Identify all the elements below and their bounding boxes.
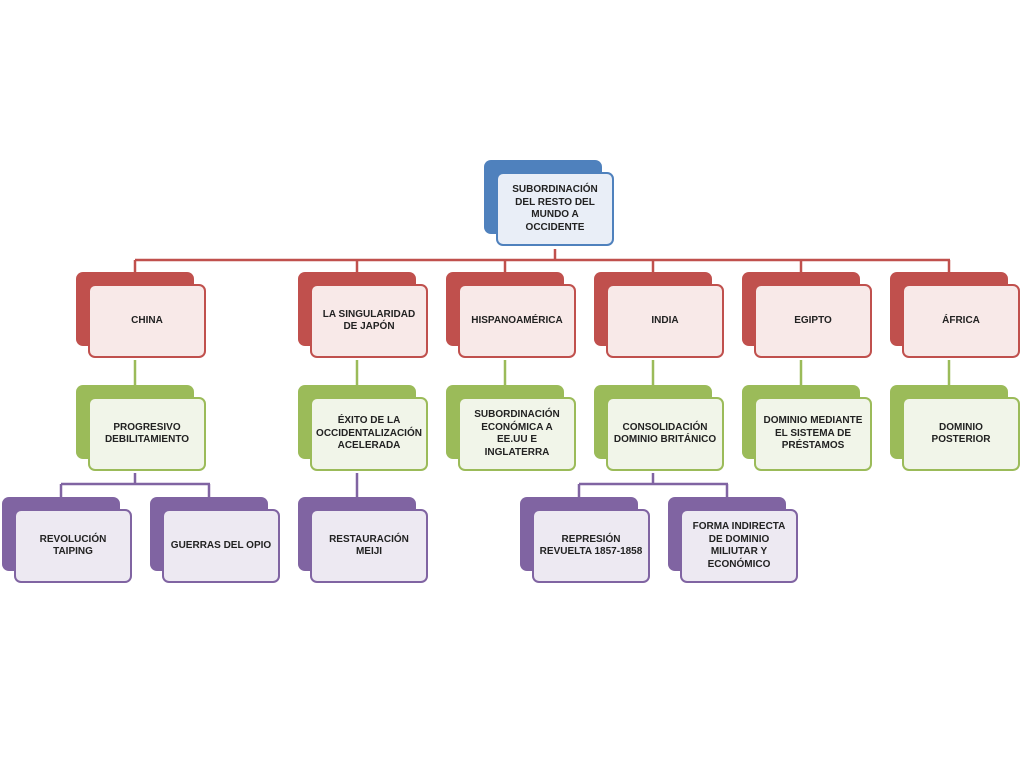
region-node-hispanoamerica: HISPANOAMÉRICA	[446, 272, 578, 358]
detail-node-china-2: GUERRAS DEL OPIO	[150, 497, 282, 583]
detail-label-japon-1: RESTAURACIÓN MEIJI	[310, 509, 428, 583]
region-label-india: INDIA	[606, 284, 724, 358]
outcome-label-japon: ÉXITO DE LA OCCIDENTALIZACIÓN ACELERADA	[310, 397, 428, 471]
region-label-egipto: EGIPTO	[754, 284, 872, 358]
outcome-node-china: PROGRESIVO DEBILITAMIENTO	[76, 385, 208, 471]
outcome-node-hispanoamerica: SUBORDINACIÓN ECONÓMICA A EE.UU E INGLAT…	[446, 385, 578, 471]
root-label: SUBORDINACIÓN DEL RESTO DEL MUNDO A OCCI…	[496, 172, 614, 246]
region-label-hispanoamerica: HISPANOAMÉRICA	[458, 284, 576, 358]
detail-label-china-2: GUERRAS DEL OPIO	[162, 509, 280, 583]
region-label-china: CHINA	[88, 284, 206, 358]
outcome-node-india: CONSOLIDACIÓN DOMINIO BRITÁNICO	[594, 385, 726, 471]
root-node: SUBORDINACIÓN DEL RESTO DEL MUNDO A OCCI…	[484, 160, 616, 246]
detail-label-india-2: FORMA INDIRECTA DE DOMINIO MILIUTAR Y EC…	[680, 509, 798, 583]
outcome-node-egipto: DOMINIO MEDIANTE EL SISTEMA DE PRÉSTAMOS	[742, 385, 874, 471]
detail-label-india-1: REPRESIÓN REVUELTA 1857-1858	[532, 509, 650, 583]
detail-node-india-1: REPRESIÓN REVUELTA 1857-1858	[520, 497, 652, 583]
region-node-japon: LA SINGULARIDAD DE JAPÓN	[298, 272, 430, 358]
outcome-label-hispanoamerica: SUBORDINACIÓN ECONÓMICA A EE.UU E INGLAT…	[458, 397, 576, 471]
outcome-label-egipto: DOMINIO MEDIANTE EL SISTEMA DE PRÉSTAMOS	[754, 397, 872, 471]
outcome-connectors	[133, 360, 951, 385]
outcome-node-japon: ÉXITO DE LA OCCIDENTALIZACIÓN ACELERADA	[298, 385, 430, 471]
region-node-africa: ÁFRICA	[890, 272, 1022, 358]
detail-node-japon-1: RESTAURACIÓN MEIJI	[298, 497, 430, 583]
outcome-node-africa: DOMINIO POSTERIOR	[890, 385, 1022, 471]
detail-label-china-1: REVOLUCIÓN TAIPING	[14, 509, 132, 583]
region-label-japon: LA SINGULARIDAD DE JAPÓN	[310, 284, 428, 358]
region-label-africa: ÁFRICA	[902, 284, 1020, 358]
detail-node-china-1: REVOLUCIÓN TAIPING	[2, 497, 134, 583]
outcome-label-india: CONSOLIDACIÓN DOMINIO BRITÁNICO	[606, 397, 724, 471]
region-node-china: CHINA	[76, 272, 208, 358]
root-connectors	[133, 249, 951, 272]
detail-node-india-2: FORMA INDIRECTA DE DOMINIO MILIUTAR Y EC…	[668, 497, 800, 583]
detail-connectors	[59, 473, 729, 497]
outcome-label-china: PROGRESIVO DEBILITAMIENTO	[88, 397, 206, 471]
region-node-india: INDIA	[594, 272, 726, 358]
region-node-egipto: EGIPTO	[742, 272, 874, 358]
outcome-label-africa: DOMINIO POSTERIOR	[902, 397, 1020, 471]
